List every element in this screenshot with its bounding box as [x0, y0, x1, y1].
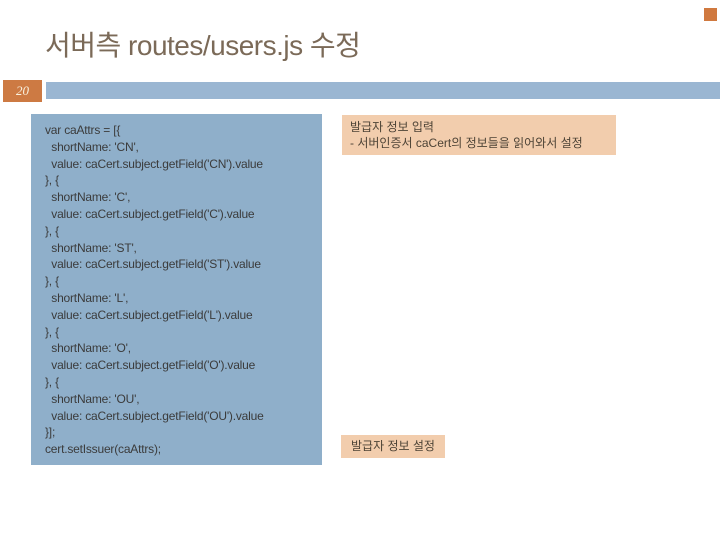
page-number: 20	[16, 83, 29, 98]
header-rule-bar	[46, 82, 720, 99]
page-title: 서버측 routes/users.js 수정	[45, 30, 361, 61]
callout-issuer-set: 발급자 정보 설정	[341, 435, 445, 458]
callout-issuer-input-description: - 서버인증서 caCert의 정보들을 읽어와서 설정	[350, 136, 583, 150]
callout-issuer-input: 발급자 정보 입력 - 서버인증서 caCert의 정보들을 읽어와서 설정	[342, 115, 616, 155]
callout-issuer-input-title: 발급자 정보 입력	[350, 120, 434, 134]
page-number-badge: 20	[3, 80, 42, 102]
corner-accent-square	[704, 8, 717, 21]
code-block: var caAttrs = [{ shortName: 'CN', value:…	[31, 114, 322, 465]
code-text: var caAttrs = [{ shortName: 'CN', value:…	[45, 123, 264, 457]
